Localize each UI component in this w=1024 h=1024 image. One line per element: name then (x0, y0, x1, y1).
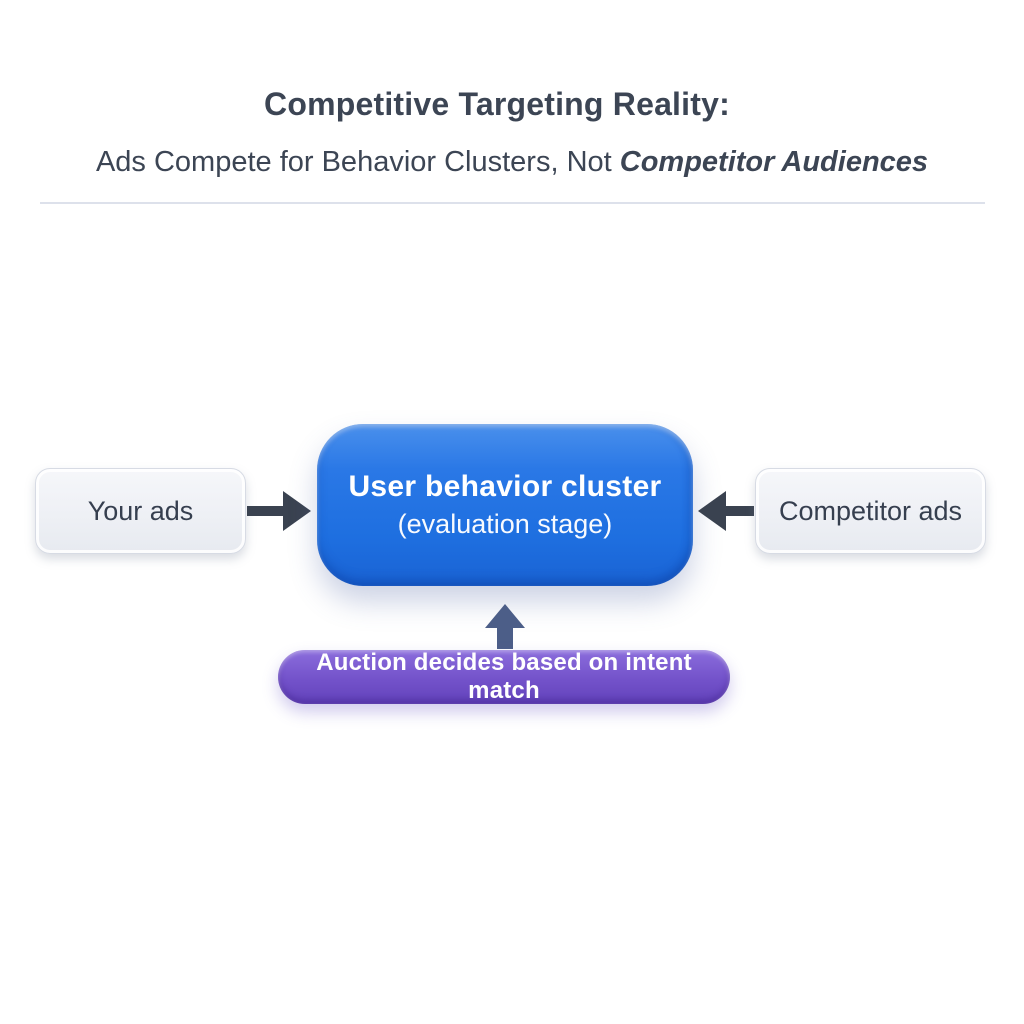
arrow-left-icon (698, 491, 754, 531)
header-divider (40, 202, 985, 204)
user-behavior-cluster-box: User behavior cluster (evaluation stage) (317, 424, 693, 586)
arrow-up-icon (485, 604, 525, 649)
auction-decision-label: Auction decides based on intent match (316, 649, 692, 704)
subtitle-emphasis-text: Competitor Audiences (619, 146, 929, 178)
your-ads-label: Your ads (87, 495, 194, 526)
page-title: Competitive Targeting Reality: (264, 86, 730, 122)
competitor-ads-label: Competitor ads (778, 495, 963, 526)
subtitle-regular-text: Ads Compete for Behavior Clusters, Not (95, 146, 620, 178)
cluster-box-title: User behavior cluster (348, 470, 662, 503)
auction-decision-box: Auction decides based on intent match (278, 649, 730, 704)
your-ads-box: Your ads (35, 468, 246, 554)
competitor-ads-box: Competitor ads (755, 468, 986, 554)
cluster-box-subtitle: (evaluation stage) (397, 509, 613, 539)
page-subtitle: Ads Compete for Behavior Clusters, Not C… (0, 146, 1024, 179)
arrow-right-icon (247, 491, 311, 531)
